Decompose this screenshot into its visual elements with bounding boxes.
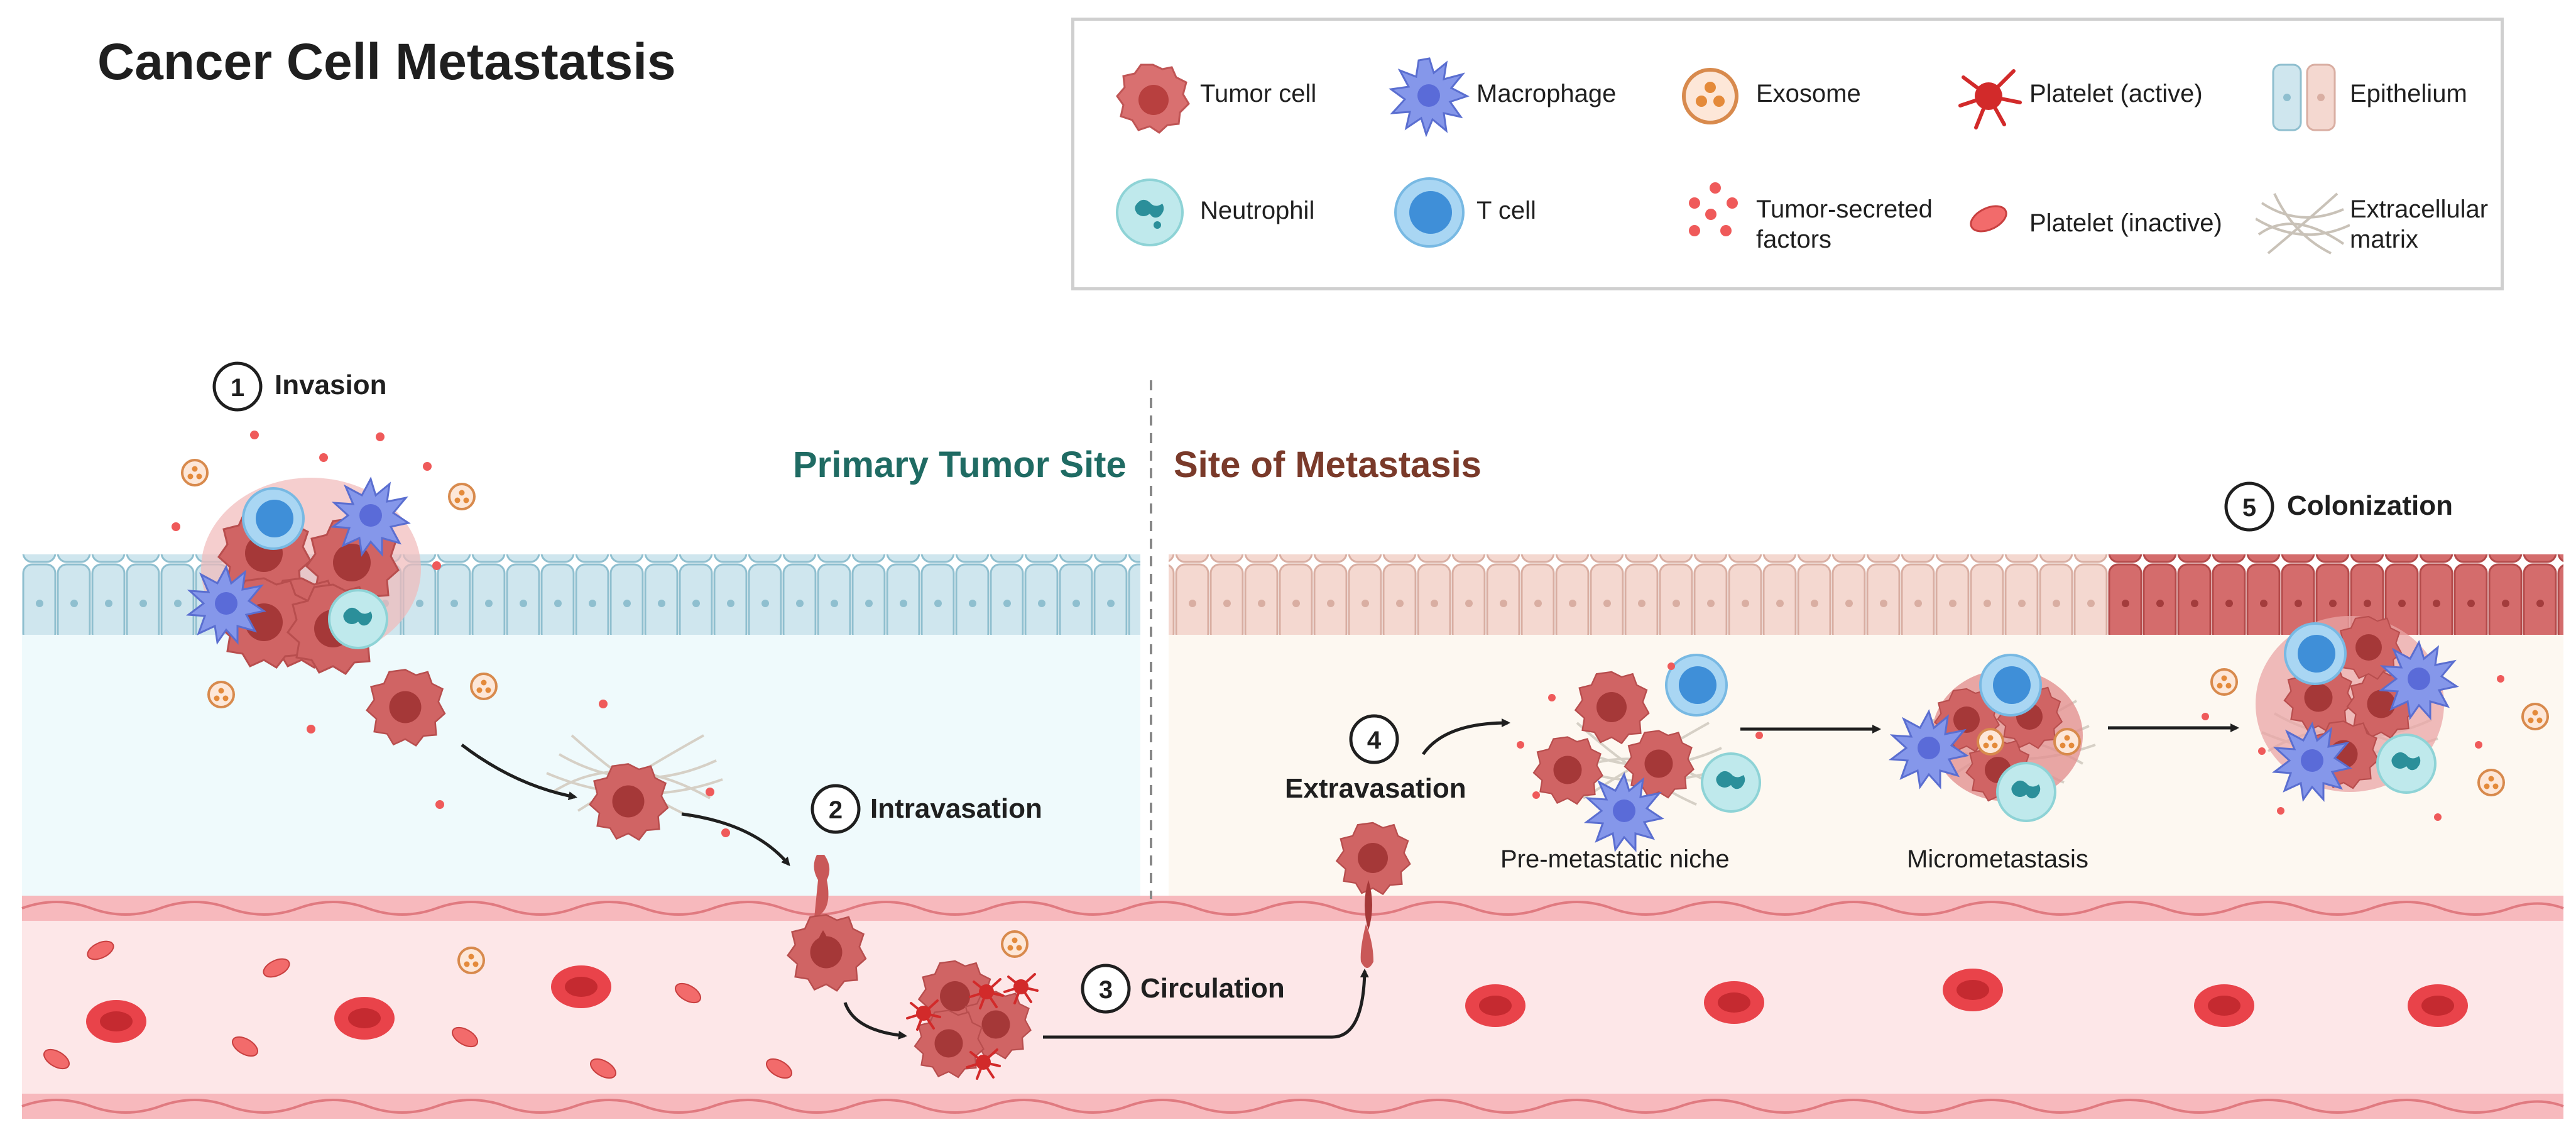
step-4-label: Extravasation — [1285, 773, 1466, 804]
primary-tumor-cluster — [187, 478, 421, 675]
vessel-endothelium-bottom — [21, 1094, 2564, 1119]
red-blood-cell — [1465, 984, 1525, 1027]
step-1-badge: 1 — [212, 361, 263, 412]
exosome-icon — [1682, 68, 1738, 124]
legend-t-cell: T cell — [1476, 197, 1536, 224]
secreted-factors — [172, 431, 730, 837]
legend-platelet-active: Platelet (active) — [2029, 80, 2203, 107]
exosome — [1001, 930, 1029, 958]
metastasis-site-label: Site of Metastasis — [1174, 444, 1482, 485]
micrometastasis — [1890, 654, 2097, 822]
legend-extracellular-matrix: Extracellular matrix — [2350, 195, 2489, 253]
step-3-badge: 3 — [1081, 964, 1131, 1014]
diagram-title: Cancer Cell Metastatsis — [97, 33, 676, 91]
svg-text:3: 3 — [1099, 976, 1113, 1004]
red-blood-cell — [1704, 981, 1764, 1024]
red-blood-cell — [334, 997, 395, 1040]
primary-tumor-site-label: Primary Tumor Site — [793, 444, 1127, 485]
arrow-invasion — [461, 744, 577, 801]
platelet-inactive-icon — [1970, 205, 2007, 233]
step-3-label: Circulation — [1140, 973, 1285, 1004]
exosome — [2477, 769, 2505, 796]
red-blood-cell — [1943, 969, 2003, 1011]
macrophage-legend-shape — [1389, 57, 1470, 137]
extravasating-tumor-cell — [1336, 822, 1411, 968]
secreted-factors — [2202, 675, 2504, 821]
exosome — [448, 483, 476, 510]
neutrophil-icon — [1116, 179, 1184, 246]
primary-epithelium — [22, 554, 1140, 635]
red-blood-cell — [2408, 984, 2468, 1027]
legend-epithelium: Epithelium — [2350, 80, 2467, 107]
exosome — [470, 673, 498, 700]
epithelium-icon — [2272, 63, 2336, 131]
step-5-badge: 5 — [2224, 481, 2274, 532]
arrow-to-circulation — [843, 1002, 907, 1040]
intravasating-tumor-cell — [787, 855, 867, 992]
pre-metastatic-niche-label: Pre-metastatic niche — [1500, 845, 1730, 873]
step-5-label: Colonization — [2287, 490, 2453, 521]
red-blood-cell — [551, 965, 611, 1008]
tumor-secreted-factors-icon — [1689, 182, 1738, 236]
step-2-badge: 2 — [810, 784, 861, 834]
vessel-endothelium-top — [21, 896, 2564, 921]
micrometastasis-label: Micrometastasis — [1907, 845, 2088, 873]
exosome — [2210, 668, 2238, 696]
step-1-label: Invasion — [275, 370, 387, 400]
legend-tumor-cell: Tumor cell — [1200, 80, 1317, 107]
arrow-circulation — [1043, 969, 1369, 1039]
tumor-cell-icon — [1116, 63, 1190, 134]
svg-text:4: 4 — [1367, 727, 1382, 754]
legend-tumor-secreted-factors: Tumor-secreted factors — [1756, 195, 1933, 253]
metastasis-epithelium — [1169, 554, 2108, 635]
svg-text:5: 5 — [2242, 494, 2256, 522]
t-cell-icon — [1394, 177, 1465, 248]
arrow-to-intravasation — [681, 812, 790, 867]
red-blood-cell — [86, 1000, 146, 1043]
pre-metastatic-niche — [1517, 654, 1763, 851]
inactive-platelets — [43, 940, 792, 1079]
platelet-active-icon — [1958, 69, 2022, 129]
colonization-tumor — [2256, 615, 2458, 801]
step-2-label: Intravasation — [870, 793, 1042, 824]
step-4-badge: 4 — [1349, 714, 1399, 764]
legend-macrophage: Macrophage — [1476, 80, 1617, 107]
legend: Tumor cell Macrophage Exosome Platelet (… — [1071, 18, 2504, 290]
svg-text:1: 1 — [231, 374, 244, 402]
blood-vessel — [22, 896, 2563, 1119]
exosome — [207, 681, 235, 708]
extracellular-matrix-icon — [2256, 192, 2350, 255]
svg-text:2: 2 — [829, 796, 843, 824]
legend-neutrophil: Neutrophil — [1200, 197, 1315, 224]
exosome — [2521, 703, 2549, 730]
exosome — [457, 947, 485, 974]
legend-exosome: Exosome — [1756, 80, 1861, 107]
arrow-extravasation — [1421, 718, 1510, 756]
exosome — [181, 459, 209, 486]
red-blood-cell — [2194, 984, 2254, 1027]
macrophage-icon — [1389, 57, 1470, 137]
legend-platelet-inactive: Platelet (inactive) — [2029, 209, 2222, 237]
